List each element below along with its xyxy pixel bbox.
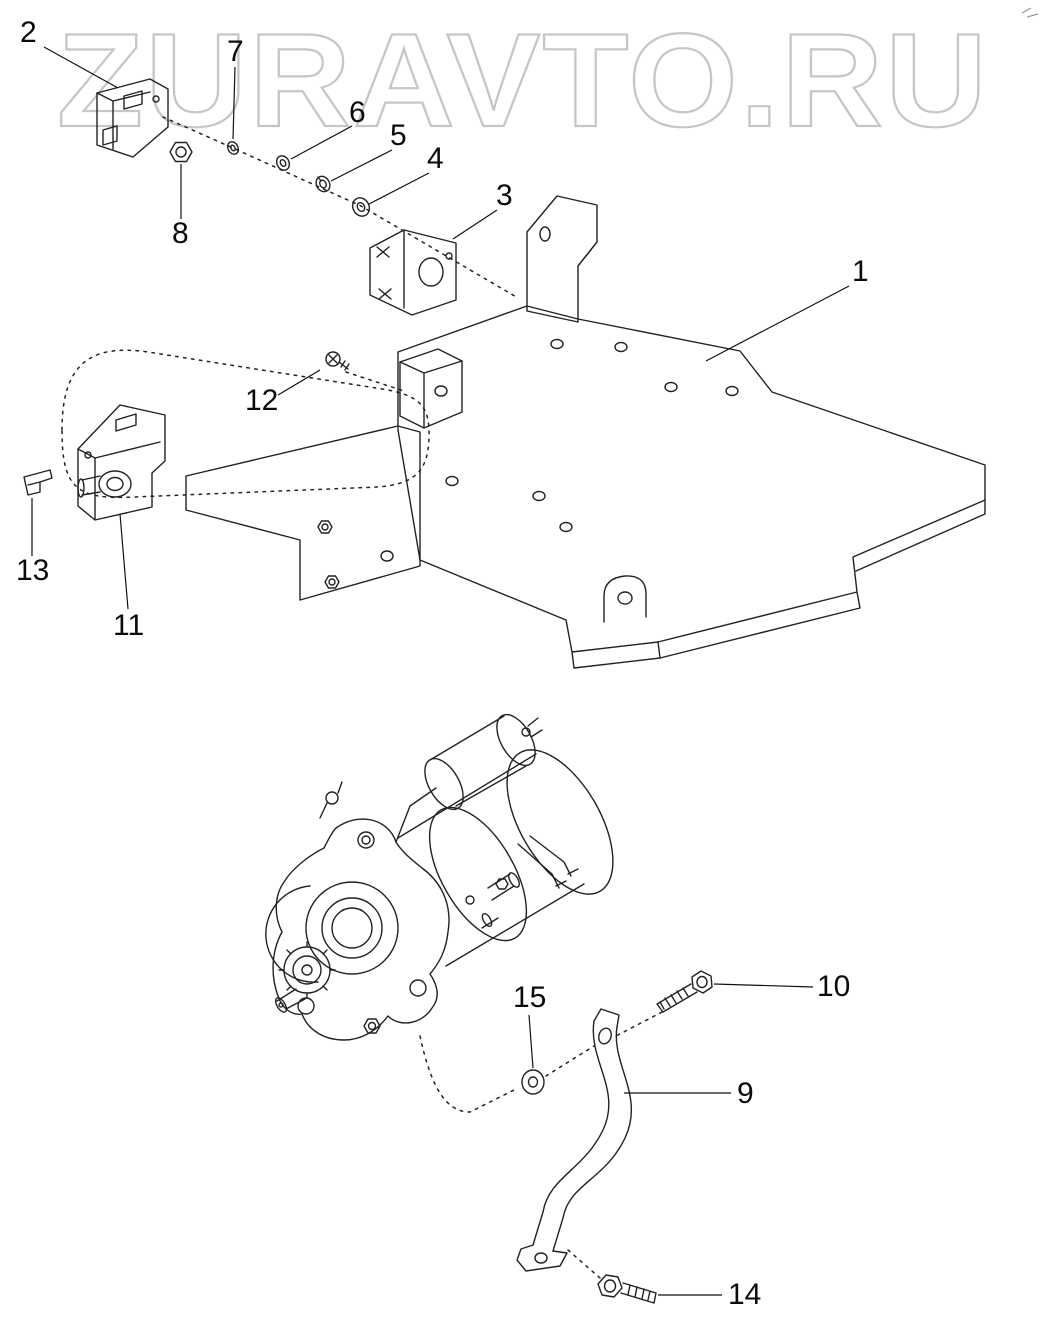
part-12-screw — [325, 351, 350, 371]
callout-leader-lines — [31, 46, 850, 1296]
part-1-mounting-plate — [185, 195, 986, 669]
corner-mark — [1021, 7, 1039, 18]
part-5-washer — [315, 175, 331, 193]
part-8-nut — [169, 141, 193, 163]
part-13-clip — [23, 469, 53, 496]
part-6-washer — [275, 155, 291, 171]
part-2-bracket — [96, 78, 169, 158]
part-9-strap — [516, 1008, 633, 1272]
part-3-relay — [369, 229, 457, 316]
watermark-text: ZURAVTO.RU — [57, 7, 989, 155]
callout-label-5: 5 — [390, 119, 407, 152]
callout-label-4: 4 — [427, 142, 444, 175]
callout-label-13: 13 — [16, 554, 49, 587]
part-4-washer — [351, 197, 371, 217]
assembly-dotted-lines — [61, 116, 663, 1279]
callout-label-3: 3 — [496, 179, 513, 212]
part-10-bolt — [656, 970, 713, 1013]
callout-label-9: 9 — [737, 1077, 754, 1110]
callout-labels: 1 2 3 4 5 6 7 8 9 10 11 12 13 14 15 — [16, 16, 869, 1311]
part-15-washer — [521, 1069, 545, 1095]
callout-label-6: 6 — [349, 96, 366, 129]
callout-label-7: 7 — [227, 35, 244, 68]
starter-motor — [265, 713, 614, 1041]
callout-label-11: 11 — [113, 609, 144, 642]
callout-label-1: 1 — [852, 255, 869, 288]
part-14-bolt — [597, 1274, 657, 1304]
callout-label-8: 8 — [172, 217, 189, 250]
callout-label-12: 12 — [245, 384, 278, 417]
callout-label-15: 15 — [513, 981, 546, 1014]
part-11-bracket — [77, 404, 166, 521]
callout-label-14: 14 — [728, 1278, 761, 1311]
callout-label-2: 2 — [20, 16, 37, 49]
part-7-washer — [226, 141, 240, 155]
callout-label-10: 10 — [817, 970, 850, 1003]
